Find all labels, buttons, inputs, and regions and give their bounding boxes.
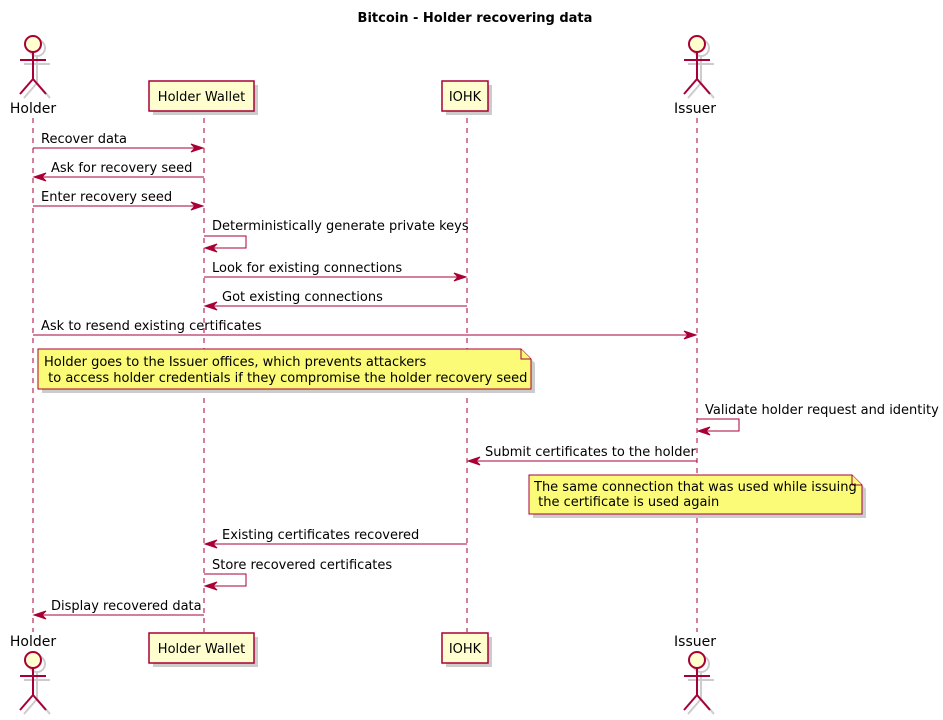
self-message-arrow: Validate holder request and identity: [696, 403, 939, 436]
message-arrow: Ask for recovery seed: [32, 161, 204, 182]
actor-issuer-top: Issuer: [674, 35, 716, 117]
message-label: Submit certificates to the holder: [485, 445, 696, 460]
message-arrow: Enter recovery seed: [33, 190, 205, 211]
message-label: Ask for recovery seed: [51, 161, 192, 176]
self-message-arrow: Deterministically generate private keys: [203, 219, 469, 253]
message-label: Validate holder request and identity: [705, 403, 939, 418]
message-label: Existing certificates recovered: [222, 528, 419, 543]
message-label: Got existing connections: [222, 290, 383, 305]
participant-label: IOHK: [449, 642, 482, 657]
diagram-title: Bitcoin - Holder recovering data: [358, 11, 593, 26]
note-line: Holder goes to the Issuer offices, which…: [44, 355, 427, 370]
note-holder-offices: Holder goes to the Issuer offices, which…: [37, 348, 535, 393]
participant-label: Issuer: [674, 634, 716, 650]
self-message-arrow: Store recovered certificates: [203, 558, 392, 591]
message-label: Look for existing connections: [212, 261, 402, 276]
message-label: Ask to resend existing certificates: [41, 319, 262, 334]
message-arrow: Display recovered data: [32, 599, 204, 620]
note-same-connection: The same connection that was used while …: [528, 474, 866, 518]
participant-label: IOHK: [449, 90, 482, 105]
message-label: Recover data: [41, 132, 127, 147]
actor-icon: [24, 651, 42, 669]
participant-label: Holder Wallet: [158, 642, 245, 657]
note-line: The same connection that was used while …: [533, 480, 857, 495]
message-label: Enter recovery seed: [41, 190, 172, 205]
message-arrow: Look for existing connections: [204, 261, 468, 282]
actor-holder-bottom: Holder: [10, 634, 56, 715]
participant-label: Holder Wallet: [158, 90, 245, 105]
participant-iohk-bottom: IOHK: [441, 632, 492, 667]
participant-label: Holder: [10, 101, 56, 117]
actor-holder-top: Holder: [10, 35, 56, 117]
message-arrow: Got existing connections: [203, 290, 467, 311]
message-arrow: Recover data: [33, 132, 205, 153]
participant-label: Holder: [10, 634, 56, 650]
note-line: the certificate is used again: [534, 495, 719, 510]
message-label: Deterministically generate private keys: [212, 219, 469, 234]
message-arrow: Submit certificates to the holder: [466, 445, 697, 466]
actor-icon: [688, 35, 706, 53]
message-arrow: Ask to resend existing certificates: [33, 319, 698, 340]
note-line: to access holder credentials if they com…: [44, 371, 527, 386]
actor-icon: [688, 651, 706, 669]
message-arrow: Existing certificates recovered: [203, 528, 467, 549]
actor-issuer-bottom: Issuer: [674, 634, 716, 715]
participant-holder-wallet-top: Holder Wallet: [148, 80, 258, 115]
participant-holder-wallet-bottom: Holder Wallet: [148, 632, 258, 667]
message-label: Display recovered data: [51, 599, 202, 614]
actor-icon: [24, 35, 42, 53]
participant-label: Issuer: [674, 101, 716, 117]
participant-iohk-top: IOHK: [441, 80, 492, 115]
message-label: Store recovered certificates: [212, 558, 392, 573]
